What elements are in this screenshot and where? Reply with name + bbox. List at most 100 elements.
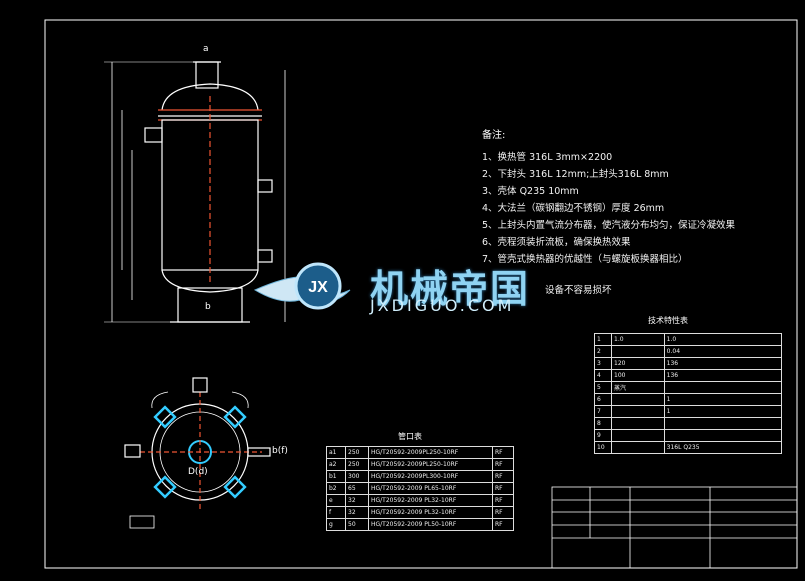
spec-table-cell: 1.0 [611, 333, 665, 346]
nozzle-table-cell: HG/T20592-2009 PL65-10RF [368, 482, 493, 495]
spec-table-cell: 5 [594, 381, 612, 394]
spec-table-cell: 蒸汽 [611, 381, 665, 394]
nozzle-table-cell: HG/T20592-2009 PL50-10RF [368, 518, 493, 531]
spec-table-cell: 136 [663, 357, 783, 370]
spec-table-row: 8 [594, 417, 783, 430]
note-1: 1、换热管 316L 3mm×2200 [482, 152, 613, 163]
spec-table-cell: 10 [594, 441, 612, 454]
nozzle-table-cell: f [326, 506, 346, 519]
nozzle-table-cell: 50 [345, 518, 369, 531]
nozzle-table-cell: RF [492, 506, 514, 519]
nozzle-table-cell: 32 [345, 506, 369, 519]
spec-table-cell: 1.0 [663, 333, 783, 346]
bolt-hole-4 [223, 475, 247, 499]
note-7: 7、管壳式换热器的优越性（与螺旋板换器相比） [482, 254, 688, 265]
spec-table-cell [611, 405, 665, 418]
nozzle-table-cell: RF [492, 446, 514, 459]
right-nozzle-mid [257, 179, 273, 193]
nozzle-table-cell: 250 [345, 458, 369, 471]
note-6: 6、壳程须装折流板，确保换热效果 [482, 237, 631, 248]
bolt-hole-1 [153, 405, 177, 429]
note-3: 3、壳体 Q235 10mm [482, 186, 579, 197]
nozzle-table-cell: HG/T20592-2009PL250-10RF [368, 458, 493, 471]
top-view-right-nozzle [247, 447, 271, 457]
spec-table-cell: 2 [594, 345, 612, 358]
label-top-nozzle: a [203, 44, 209, 54]
top-view-left-nozzle [124, 444, 141, 458]
top-head [161, 83, 259, 111]
drawing-border [44, 19, 798, 569]
watermark-title: 机械帝国 [370, 267, 531, 311]
nozzle-table-cell: e [326, 494, 346, 507]
top-view-top-nozzle [192, 377, 208, 393]
nozzle-table-cell: a1 [326, 446, 346, 459]
nozzle-table-cell: RF [492, 494, 514, 507]
nozzle-table-cell: g [326, 518, 346, 531]
right-nozzle-low [257, 249, 273, 263]
nozzle-table-cell: b2 [326, 482, 346, 495]
left-nozzle-upper [144, 127, 163, 143]
vessel-top-view [124, 377, 271, 529]
note-4: 4、大法兰（碳钢翻边不锈钢）厚度 26mm [482, 203, 665, 214]
nozzle-table-cell: 300 [345, 470, 369, 483]
spec-table-cell: 120 [611, 357, 665, 370]
spec-table-row: 9 [594, 429, 783, 442]
spec-table-cell: 9 [594, 429, 612, 442]
label-side-nozzle: b(f) [272, 446, 288, 456]
bolt-hole-2 [223, 405, 247, 429]
nozzle-table-cell: RF [492, 458, 514, 471]
nozzle-table-cell: 250 [345, 446, 369, 459]
nozzle-table-cell: RF [492, 482, 514, 495]
nozzle-table-cell: RF [492, 470, 514, 483]
spec-table-cell [611, 417, 665, 430]
spec-table-cell: 8 [594, 417, 612, 430]
nozzle-table-cell: b1 [326, 470, 346, 483]
nozzle-table-cell: HG/T20592-2009PL250-10RF [368, 446, 493, 459]
spec-table-cell [663, 381, 783, 394]
watermark-logo: JX [253, 262, 351, 310]
spec-table-cell [611, 429, 665, 442]
spec-table-cell: 1 [663, 393, 783, 406]
nozzle-table-cell: HG/T20592-2009PL300-10RF [368, 470, 493, 483]
title-block [551, 486, 798, 569]
spec-table-cell: 6 [594, 393, 612, 406]
nozzle-table-cell: 65 [345, 482, 369, 495]
spec-table-cell: 4 [594, 369, 612, 382]
spec-table-title: 技术特性表 [648, 316, 688, 325]
spec-table-cell [611, 441, 665, 454]
nozzle-table-cell: HG/T20592-2009 PL32-10RF [368, 494, 493, 507]
notes-title: 备注: [482, 130, 506, 141]
spec-table-cell [611, 393, 665, 406]
label-bottom-nozzle: b [205, 302, 211, 312]
note-fragment: 设备不容易损坏 [545, 285, 612, 296]
nozzle-table-cell: a2 [326, 458, 346, 471]
note-5: 5、上封头内置气流分布器，使汽液分布均匀，保证冷凝效果 [482, 220, 736, 231]
note-2: 2、下封头 316L 12mm;上封头316L 8mm [482, 169, 669, 180]
spec-table-cell: 0.04 [663, 345, 783, 358]
spec-table-cell: 136 [663, 369, 783, 382]
nozzle-table-cell: 32 [345, 494, 369, 507]
spec-table-cell: 100 [611, 369, 665, 382]
spec-table-cell: 3 [594, 357, 612, 370]
nozzle-table-cell: HG/T20592-2009 PL32-10RF [368, 506, 493, 519]
label-bottom-flange: D(d) [188, 467, 208, 477]
nozzle-table-title: 管口表 [398, 432, 422, 441]
spec-table-cell [663, 417, 783, 430]
